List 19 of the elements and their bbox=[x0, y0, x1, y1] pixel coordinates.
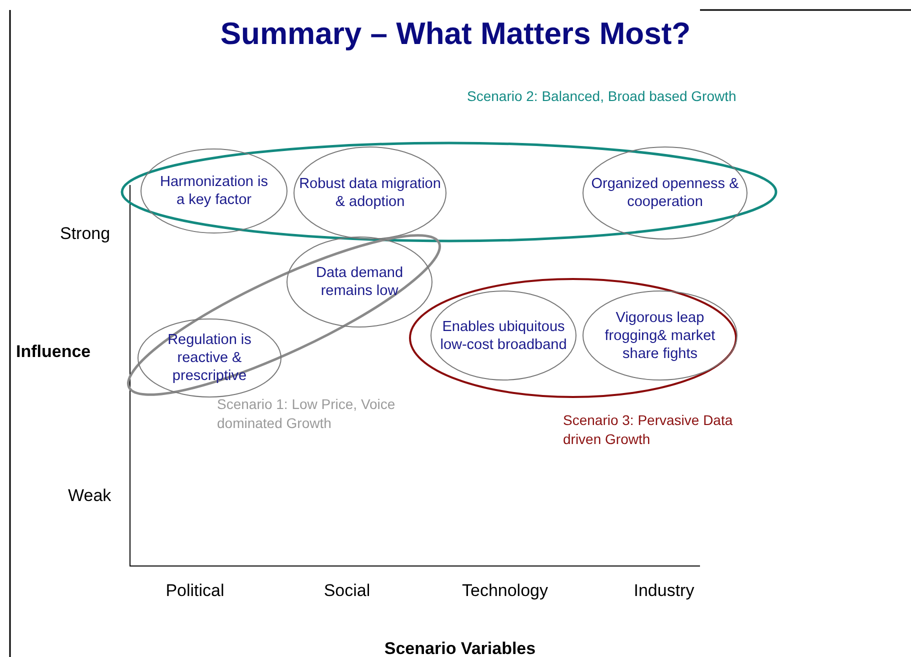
factor-text: Enables ubiquitous low-cost broadband bbox=[439, 318, 568, 354]
axis-tick-label: Political bbox=[164, 581, 226, 601]
axis-tick-label: Social bbox=[322, 581, 372, 601]
axis-tick-label: Strong bbox=[60, 224, 112, 244]
factor-text: Harmonization is a key factor bbox=[159, 173, 269, 209]
factor-text: Data demand remains low bbox=[314, 264, 404, 300]
axis-title: Scenario Variables bbox=[383, 639, 537, 657]
axis-tick-label: Technology bbox=[460, 581, 549, 601]
factor-text: Organized openness & cooperation bbox=[590, 175, 740, 211]
scenario-heading: Scenario 1: Low Price, Voice dominated Growth bbox=[217, 395, 396, 433]
axis-title: Influence bbox=[16, 342, 92, 362]
factor-text: Regulation is reactive & prescriptive bbox=[166, 331, 252, 385]
axis-tick-label: Industry bbox=[632, 581, 696, 601]
factor-text: Vigorous leap frogging& market share fights bbox=[604, 308, 716, 362]
axis-tick-label: Weak bbox=[68, 486, 112, 506]
factor-text: Robust data migration & adoption bbox=[298, 175, 442, 211]
scenario-heading: Scenario 2: Balanced, Broad based Growth bbox=[467, 87, 738, 106]
scenario-heading: Scenario 3: Pervasive Data driven Growth bbox=[563, 411, 733, 449]
slide-title: Summary – What Matters Most? bbox=[219, 15, 692, 53]
